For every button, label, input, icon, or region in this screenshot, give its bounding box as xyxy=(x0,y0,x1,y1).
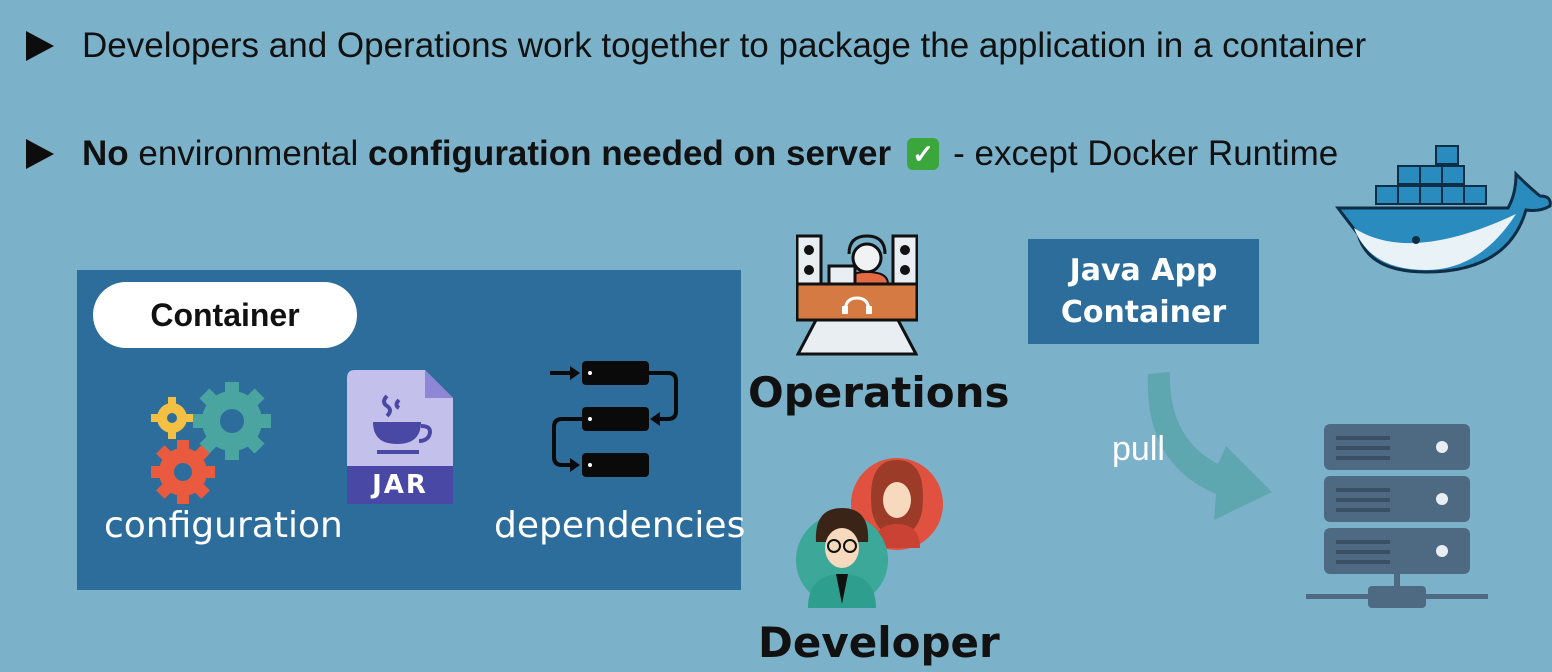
bullet-2: No environmental configuration needed on… xyxy=(26,134,1338,174)
bullet-arrow-icon xyxy=(26,139,54,169)
check-icon: ✓ xyxy=(907,137,940,170)
dependencies-icon xyxy=(550,361,678,477)
pull-label: pull xyxy=(1112,430,1165,468)
bullet-arrow-icon xyxy=(26,31,54,61)
pull-arrow-icon xyxy=(1147,372,1272,520)
bullet-2-text: No environmental configuration needed on… xyxy=(82,134,1339,173)
jar-file-icon xyxy=(347,370,453,504)
java-app-line1: Java App xyxy=(1069,252,1218,288)
container-title: Container xyxy=(93,282,357,348)
developer-label: Developer xyxy=(758,618,1000,667)
bullet-1: Developers and Operations work together … xyxy=(26,26,1366,66)
server-icon xyxy=(1306,424,1488,608)
configuration-label: configuration xyxy=(104,505,343,546)
bullet-1-text: Developers and Operations work together … xyxy=(82,26,1367,65)
developer-avatars-icon xyxy=(796,458,943,608)
java-app-line2: Container xyxy=(1060,294,1227,330)
jar-label: JAR xyxy=(372,470,428,500)
operations-desk-icon xyxy=(796,234,918,356)
gears-icon xyxy=(151,382,271,504)
dependencies-label: dependencies xyxy=(494,505,746,546)
operations-label: Operations xyxy=(748,368,1010,417)
docker-whale-icon xyxy=(1334,145,1552,274)
